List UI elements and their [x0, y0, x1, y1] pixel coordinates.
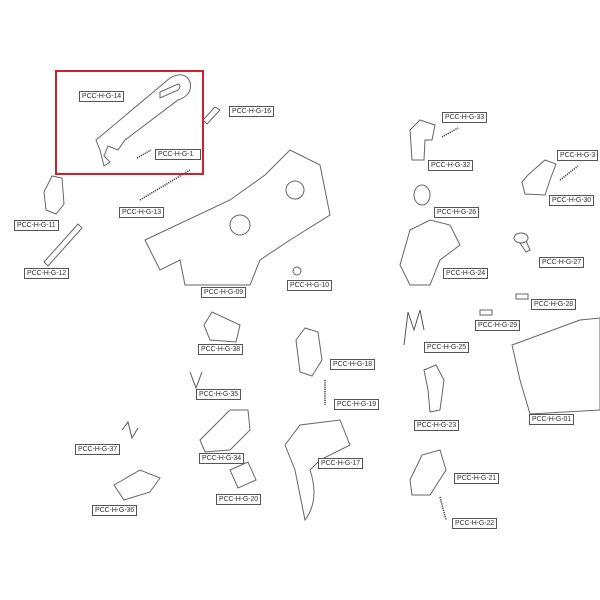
part-label[interactable]: PCC-H-G-38: [198, 344, 244, 355]
part-label[interactable]: PCC-H-G-29: [475, 320, 521, 331]
part-09-hole: [285, 180, 305, 200]
part-label[interactable]: PCC-H-G-23: [414, 420, 460, 431]
part-25-spring: [403, 309, 425, 346]
part-14-slot: [159, 83, 181, 99]
part-10-ring: [292, 266, 302, 276]
part-label[interactable]: PCC-H-G-27: [539, 257, 585, 268]
part-01-frame: [511, 317, 600, 415]
part-15-spring: [136, 149, 152, 159]
part-20-cylinder: [229, 461, 257, 489]
part-label[interactable]: PCC-H-G-34: [199, 453, 245, 464]
part-label[interactable]: PCC-H-G-36: [92, 505, 138, 516]
part-label[interactable]: PCC-H-G-37: [75, 444, 121, 455]
part-label[interactable]: PCC-H-G-16: [229, 106, 275, 117]
part-label[interactable]: PCC-H-G-1: [155, 149, 201, 160]
part-24-part: [399, 219, 461, 286]
part-label[interactable]: PCC-H-G-28: [531, 299, 577, 310]
part-26-roller: [413, 184, 431, 206]
part-label[interactable]: PCC-H-G-20: [216, 494, 262, 505]
part-label[interactable]: PCC-H-G-35: [196, 389, 242, 400]
part-label[interactable]: PCC-H-G-10: [287, 280, 333, 291]
part-31-spring: [559, 165, 579, 181]
part-label[interactable]: PCC-H-G-33: [442, 112, 488, 123]
part-21-part: [409, 449, 447, 496]
part-label[interactable]: PCC-H-G-19: [334, 399, 380, 410]
part-label[interactable]: PCC-H-G-09: [201, 287, 247, 298]
highlight-frame: [55, 70, 204, 175]
part-35-spring: [189, 371, 203, 390]
part-28-pin: [515, 293, 529, 300]
part-label[interactable]: PCC-H-G-30: [549, 195, 595, 206]
part-23-part: [423, 364, 445, 413]
part-11-part: [43, 175, 65, 215]
part-13-spring: [139, 169, 191, 201]
part-14-lever: [95, 74, 191, 167]
part-36-part: [113, 469, 161, 501]
part-34-part: [199, 409, 251, 453]
part-27-head: [513, 232, 529, 244]
part-30-part: [521, 159, 557, 196]
part-37-spring: [121, 420, 139, 440]
part-label[interactable]: PCC-H-G-25: [424, 342, 470, 353]
part-33-spring: [441, 127, 459, 138]
part-38-part: [203, 311, 241, 343]
part-label[interactable]: PCC-H-G-01: [529, 414, 575, 425]
part-label[interactable]: PCC-H-G-14: [79, 91, 125, 102]
part-22-spring: [439, 496, 447, 521]
part-32-part: [409, 119, 436, 161]
part-label[interactable]: PCC-H-G-13: [119, 207, 165, 218]
part-label[interactable]: PCC-H-G-22: [452, 518, 498, 529]
part-label[interactable]: PCC-H-G-18: [330, 359, 376, 370]
part-label[interactable]: PCC-H-G-26: [434, 207, 480, 218]
part-16-pin: [202, 106, 221, 125]
part-label[interactable]: PCC-H-G-24: [443, 268, 489, 279]
part-label[interactable]: PCC-H-G-3: [557, 150, 599, 161]
part-label[interactable]: PCC-H-G-11: [14, 220, 59, 231]
part-label[interactable]: PCC-H-G-12: [24, 268, 70, 279]
part-09-hole: [229, 214, 251, 236]
part-18-part: [295, 327, 323, 377]
part-17-trigger: [284, 419, 351, 522]
part-label[interactable]: PCC-H-G-32: [428, 160, 474, 171]
part-12-pin: [43, 223, 83, 267]
part-label[interactable]: PCC-H-G-21: [454, 473, 500, 484]
part-29-pin: [479, 309, 493, 316]
part-label[interactable]: PCC-H-G-17: [318, 458, 364, 469]
